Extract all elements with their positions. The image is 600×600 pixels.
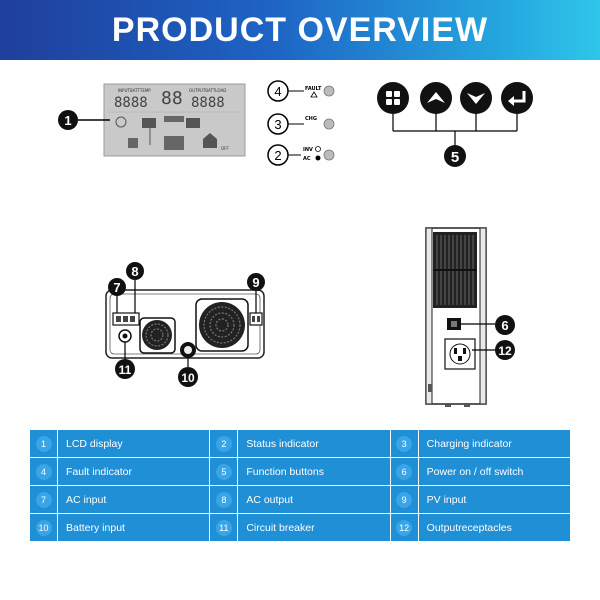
legend-label: AC input	[56, 485, 211, 514]
legend-label: PV input	[417, 485, 572, 514]
svg-text:8: 8	[131, 264, 138, 279]
enter-button-icon	[501, 82, 533, 114]
inv-indicator-label: INV	[303, 147, 313, 153]
lcd-right-label: OUTPUTBATTLOAD	[189, 88, 226, 93]
legend-number: 12	[396, 519, 413, 536]
legend-number: 4	[35, 463, 52, 480]
svg-text:9: 9	[252, 275, 259, 290]
callout-5	[444, 145, 466, 167]
legend-label: Status indicator	[237, 429, 391, 458]
inverter-bottom-view: 7 8 9 11 10	[105, 262, 265, 387]
lcd-left-label: INPUTBATTTEMP	[118, 88, 151, 93]
svg-text:7: 7	[113, 280, 120, 295]
inverter-side-view: 6 12	[425, 227, 515, 407]
callout-11	[115, 359, 135, 379]
callout-9	[247, 273, 265, 291]
svg-text:4: 4	[274, 84, 281, 99]
svg-text:88: 88	[161, 88, 183, 109]
chg-indicator-label: CHG	[305, 116, 317, 122]
legend-number: 11	[215, 519, 232, 536]
status-indicators: 4 FAULT 3 CHG 2 INV AC	[267, 80, 335, 166]
function-buttons: 5	[377, 82, 533, 167]
svg-text:8888: 8888	[114, 95, 148, 111]
legend-row: 10 Battery input 11 Circuit breaker 12 O…	[29, 513, 572, 542]
header-banner	[0, 0, 600, 60]
status-led	[323, 149, 335, 161]
svg-text:2: 2	[274, 148, 281, 163]
legend-number: 6	[396, 463, 413, 480]
lcd-display: INPUTBATTTEMP OUTPUTBATTLOAD 8888 88 888…	[103, 83, 246, 157]
legend-label: Circuit breaker	[237, 513, 391, 542]
product-illustration: INPUTBATTTEMP OUTPUTBATTLOAD 8888 88 888…	[58, 80, 533, 407]
legend-number: 8	[215, 491, 232, 508]
ac-indicator-label: AC	[303, 156, 311, 162]
svg-text:8888: 8888	[191, 95, 225, 111]
legend-label: AC output	[237, 485, 391, 514]
legend-label: Power on / off switch	[417, 457, 572, 486]
chg-led	[323, 118, 335, 130]
callout-10	[178, 367, 198, 387]
legend-number: 3	[396, 435, 413, 452]
ac-dot-icon	[315, 155, 321, 161]
callout-7	[108, 278, 126, 296]
svg-text:6: 6	[501, 318, 508, 333]
fault-led	[323, 85, 335, 97]
legend-number: 1	[35, 435, 52, 452]
sun-icon	[315, 146, 321, 152]
legend-number: 10	[35, 519, 52, 536]
fault-indicator-label: FAULT	[305, 86, 322, 92]
page-title: PRODUCT OVERVIEW	[111, 11, 489, 49]
legend-label: LCD display	[56, 429, 211, 458]
svg-text:10: 10	[181, 371, 195, 385]
legend-label: Battery input	[56, 513, 211, 542]
warning-icon	[310, 91, 318, 98]
legend-number: 9	[396, 491, 413, 508]
legend-number: 5	[215, 463, 232, 480]
svg-text:11: 11	[119, 363, 132, 377]
legend-table: 1 LCD display 2 Status indicator 3 Charg…	[29, 429, 572, 542]
legend-label: Charging indicator	[417, 429, 572, 458]
svg-text:5: 5	[451, 149, 459, 166]
legend-label: Fault indicator	[56, 457, 211, 486]
callout-1	[58, 110, 78, 130]
legend-label: Function buttons	[237, 457, 391, 486]
callout-8	[126, 262, 144, 280]
legend-number: 2	[215, 435, 232, 452]
callout-6	[495, 315, 515, 335]
svg-text:1: 1	[64, 113, 71, 128]
legend-row: 1 LCD display 2 Status indicator 3 Charg…	[29, 429, 572, 458]
svg-text:OFF: OFF	[221, 146, 229, 151]
svg-text:3: 3	[274, 117, 281, 132]
legend-label: Outputreceptacles	[417, 513, 572, 542]
svg-text:12: 12	[498, 344, 512, 358]
legend-row: 4 Fault indicator 5 Function buttons 6 P…	[29, 457, 572, 486]
menu-button-icon	[377, 82, 409, 114]
legend-row: 7 AC input 8 AC output 9 PV input	[29, 485, 572, 514]
legend-number: 7	[35, 491, 52, 508]
callout-12	[495, 340, 515, 360]
